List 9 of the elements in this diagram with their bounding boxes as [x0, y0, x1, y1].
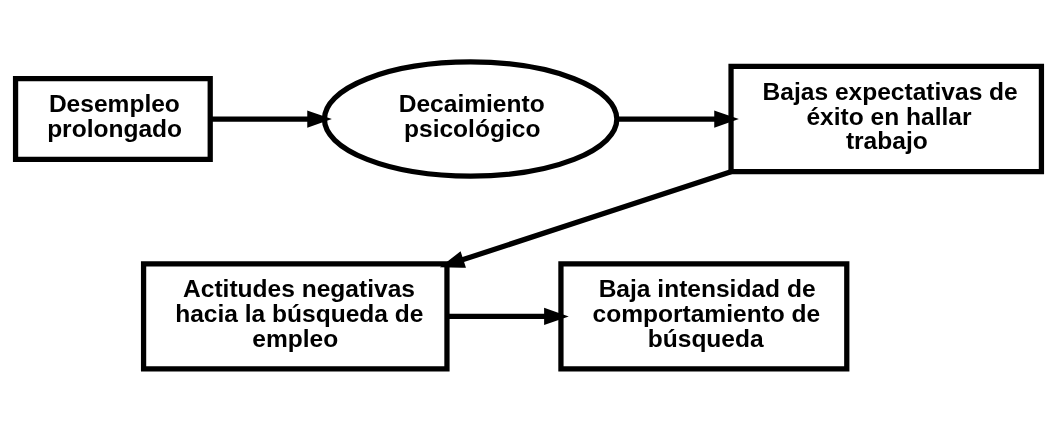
node-box: Baja intensidad de comportamiento de búsqueda [558, 261, 850, 372]
arrow [447, 307, 569, 325]
arrow [439, 169, 732, 268]
node-box: Bajas expectativas de éxito en hallar trabajo [728, 63, 1045, 175]
node-box: Desempleo prolongado [12, 76, 213, 162]
arrow [210, 110, 332, 128]
node-ellipse: Decaimiento psicológico [321, 59, 620, 179]
node-box: Actitudes negativas hacia la búsqueda de empleo [140, 261, 450, 372]
arrow [617, 110, 739, 128]
